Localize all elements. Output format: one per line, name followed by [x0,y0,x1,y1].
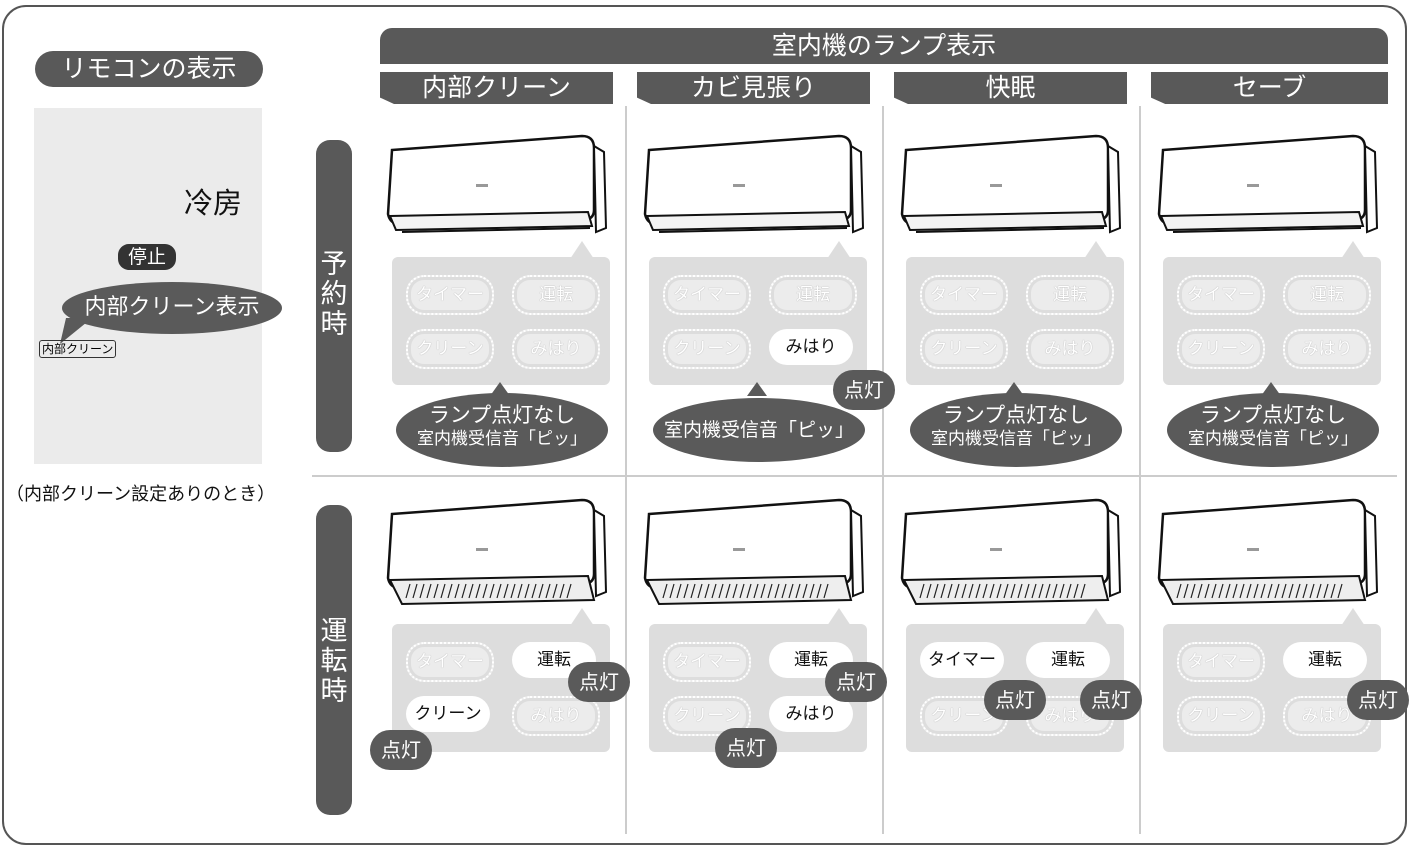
lamp-watch: みはり [512,696,600,736]
lamp-clean: クリーン [406,696,490,732]
row-label-reserved-text: 予約時 [316,140,352,340]
row-label-running-text: 運転時 [316,505,352,707]
column-header-internal-clean: 内部クリーン [380,72,613,104]
lamp-clean: クリーン [1177,696,1265,736]
row-label-char: 約 [320,279,348,310]
remote-stop-badge: 停止 [118,244,177,270]
lamp-run: 運転 [1026,275,1114,315]
lamp-timer: タイマー [406,642,494,682]
air-conditioner-unit-icon [900,134,1122,234]
air-conditioner-unit-icon [643,134,865,234]
panel-pointer [827,241,851,259]
lamp-watch: みはり [769,696,853,732]
reserved-note-beep: 室内機受信音「ピッ」 [417,429,587,449]
lamp-clean: クリーン [663,696,751,736]
lamp-clean: クリーン [1177,329,1265,369]
panel-pointer [827,608,851,626]
reserved-note-beep: 室内機受信音「ピッ」 [653,398,865,462]
reserved-note: ランプ点灯なし室内機受信音「ピッ」 [910,393,1122,467]
lit-badge-watch: 点灯 [833,370,895,410]
air-conditioner-unit-icon [386,498,608,606]
remote-clean-indicator: 内部クリーン [39,340,117,358]
clean-display-callout: 内部クリーン表示 [62,282,282,334]
row-label-reserved: 予約時 [316,140,352,452]
reserved-note-no-lamp: ランプ点灯なし [1199,403,1347,427]
reserved-note-beep: 室内機受信音「ピッ」 [931,429,1101,449]
panel-pointer [1341,241,1365,259]
reserved-note-no-lamp: ランプ点灯なし [428,403,576,427]
air-conditioner-unit-icon [386,134,608,234]
lamp-clean: クリーン [663,329,751,369]
indoor-lamp-header: 室内機のランプ表示 [380,28,1388,64]
panel-pointer [1084,241,1108,259]
callout-pointer [60,318,92,344]
lamp-timer: タイマー [406,275,494,315]
panel-pointer [1084,608,1108,626]
row-label-running: 運転時 [316,505,352,815]
remote-mode-text: 冷房 [184,186,243,220]
lit-badge: 点灯 [568,662,630,702]
remote-caption: （内部クリーン設定ありのとき） [6,484,276,505]
lamp-run: 運転 [1283,642,1367,678]
column-divider [1139,106,1141,834]
air-conditioner-unit-icon [1157,498,1379,606]
reserved-note-beep: 室内機受信音「ピッ」 [1188,429,1358,449]
remote-display-title: リモコンの表示 [35,51,263,87]
air-conditioner-unit-icon [643,498,865,606]
lamp-timer: タイマー [1177,275,1265,315]
column-divider [625,106,627,834]
reserved-note: ランプ点灯なし室内機受信音「ピッ」 [1167,393,1379,467]
lamp-timer: タイマー [663,642,751,682]
lamp-watch: みはり [1026,329,1114,369]
lamp-timer: タイマー [920,642,1004,678]
lamp-timer: タイマー [663,275,751,315]
row-label-char: 転 [320,646,348,677]
row-divider [312,475,1397,477]
lit-badge: 点灯 [1347,680,1409,720]
lamp-clean: クリーン [920,329,1008,369]
lamp-watch: みはり [512,329,600,369]
row-label-char: 予 [320,249,348,280]
lamp-timer: タイマー [1177,642,1265,682]
reserved-note: ランプ点灯なし室内機受信音「ピッ」 [396,393,608,467]
lit-badge: 点灯 [825,662,887,702]
lamp-clean: クリーン [406,329,494,369]
outer-frame [2,5,1407,845]
note-pointer [747,382,767,396]
column-header-mold-watch: カビ見張り [637,72,870,104]
row-label-char: 運 [320,616,348,647]
lamp-watch: みはり [769,329,853,365]
panel-pointer [570,241,594,259]
lit-badge: 点灯 [370,730,432,770]
lamp-run: 運転 [512,275,600,315]
column-divider [882,106,884,834]
lamp-run: 運転 [1283,275,1371,315]
panel-pointer [1341,608,1365,626]
air-conditioner-unit-icon [900,498,1122,606]
lamp-run: 運転 [1026,642,1110,678]
lamp-run: 運転 [769,275,857,315]
lit-badge: 点灯 [984,680,1046,720]
row-label-char: 時 [320,676,348,707]
note-pointer [1004,382,1024,396]
lit-badge: 点灯 [1080,680,1142,720]
note-pointer [490,382,510,396]
lamp-watch: みはり [1283,329,1371,369]
note-pointer [1261,382,1281,396]
air-conditioner-unit-icon [1157,134,1379,234]
panel-pointer [570,608,594,626]
row-label-char: 時 [320,309,348,340]
lit-badge: 点灯 [715,728,777,768]
lamp-run: 運転 [512,642,596,678]
column-header-save: セーブ [1151,72,1388,104]
reserved-note-no-lamp: ランプ点灯なし [942,403,1090,427]
column-header-sleep: 快眠 [894,72,1127,104]
lamp-timer: タイマー [920,275,1008,315]
